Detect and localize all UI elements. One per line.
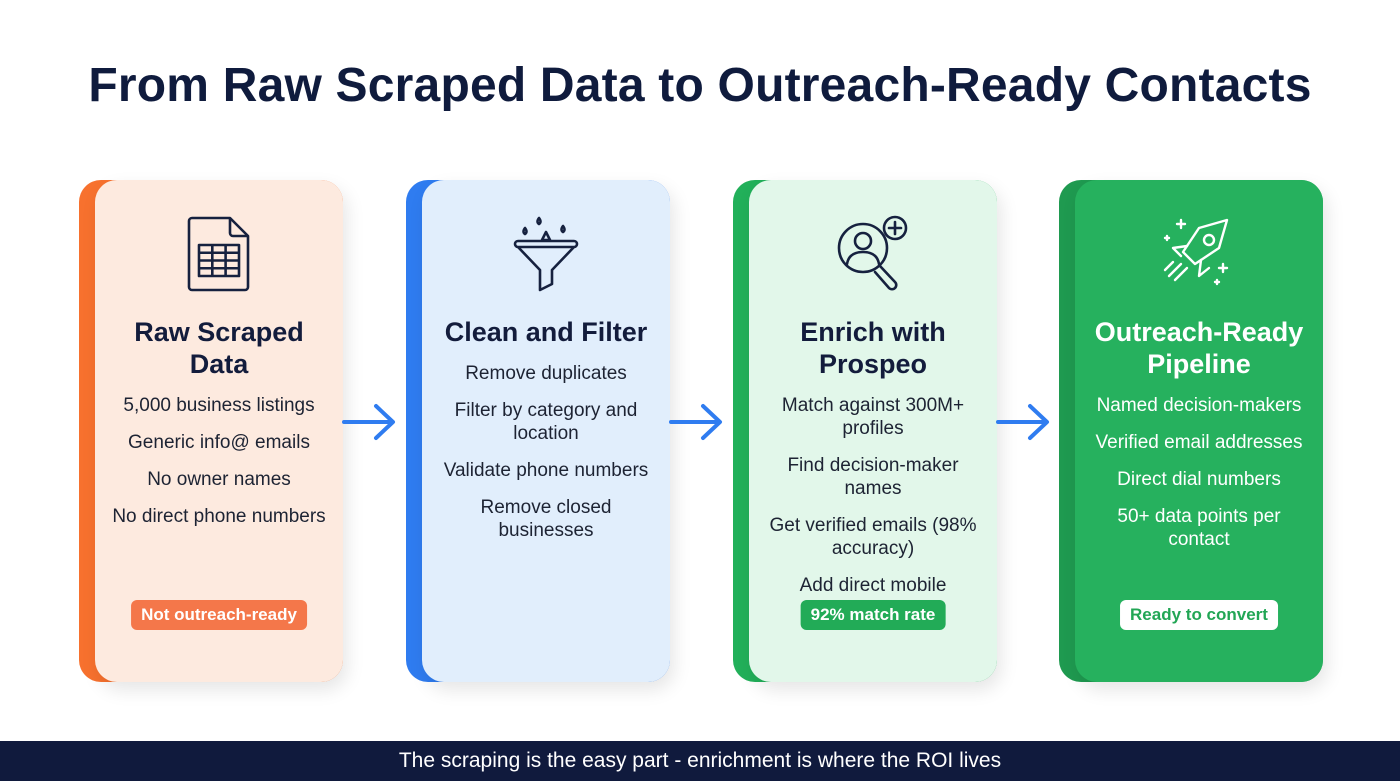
arrow-right-icon: [669, 404, 722, 440]
list-item: Find decision-maker names: [787, 455, 959, 499]
funnel-filter-icon: [506, 214, 586, 294]
card-title: Clean and Filter: [444, 317, 648, 347]
card-title: Outreach-Ready Pipeline: [1094, 317, 1304, 379]
list-item: Remove closed businesses: [480, 497, 612, 541]
step-card-clean-filter: Clean and Filter Remove duplicates Filte…: [406, 180, 670, 682]
list-item: Match against 300M+ profiles: [781, 395, 965, 439]
list-item: Verified email addresses: [1095, 432, 1303, 453]
list-item: Named decision-makers: [1096, 395, 1302, 416]
list-item: Validate phone numbers: [443, 460, 649, 481]
status-badge: Not outreach-ready: [131, 600, 307, 630]
arrow-right-icon: [996, 404, 1049, 440]
status-badge: 92% match rate: [800, 600, 946, 630]
card-title: Enrich with Prospeo: [800, 317, 946, 379]
page-title: From Raw Scraped Data to Outreach-Ready …: [88, 59, 1312, 112]
step-card-raw-data: Raw Scraped Data 5,000 business listings…: [79, 180, 343, 682]
footer-banner: The scraping is the easy part - enrichme…: [0, 741, 1400, 781]
footer-text: The scraping is the easy part - enrichme…: [398, 749, 1002, 772]
step-card-enrich: Enrich with Prospeo Match against 300M+ …: [733, 180, 997, 682]
list-item: Get verified emails (98% accuracy): [769, 515, 977, 559]
list-item: No direct phone numbers: [112, 506, 326, 527]
step-card-outreach-ready: Outreach-Ready Pipeline Named decision-m…: [1059, 180, 1323, 682]
list-item: Direct dial numbers: [1117, 469, 1281, 490]
list-item: Filter by category and location: [454, 400, 638, 444]
user-search-add-icon: [833, 214, 913, 294]
list-item: 5,000 business listings: [123, 395, 315, 416]
spreadsheet-file-icon: [179, 214, 259, 294]
card-title: Raw Scraped Data: [134, 317, 304, 379]
rocket-icon: [1159, 214, 1239, 294]
list-item: 50+ data points per contact: [1117, 506, 1281, 550]
arrow-right-icon: [342, 404, 395, 440]
status-badge: Ready to convert: [1120, 600, 1278, 630]
list-item: Generic info@ emails: [128, 432, 310, 453]
list-item: Remove duplicates: [465, 363, 627, 384]
list-item: No owner names: [147, 469, 291, 490]
